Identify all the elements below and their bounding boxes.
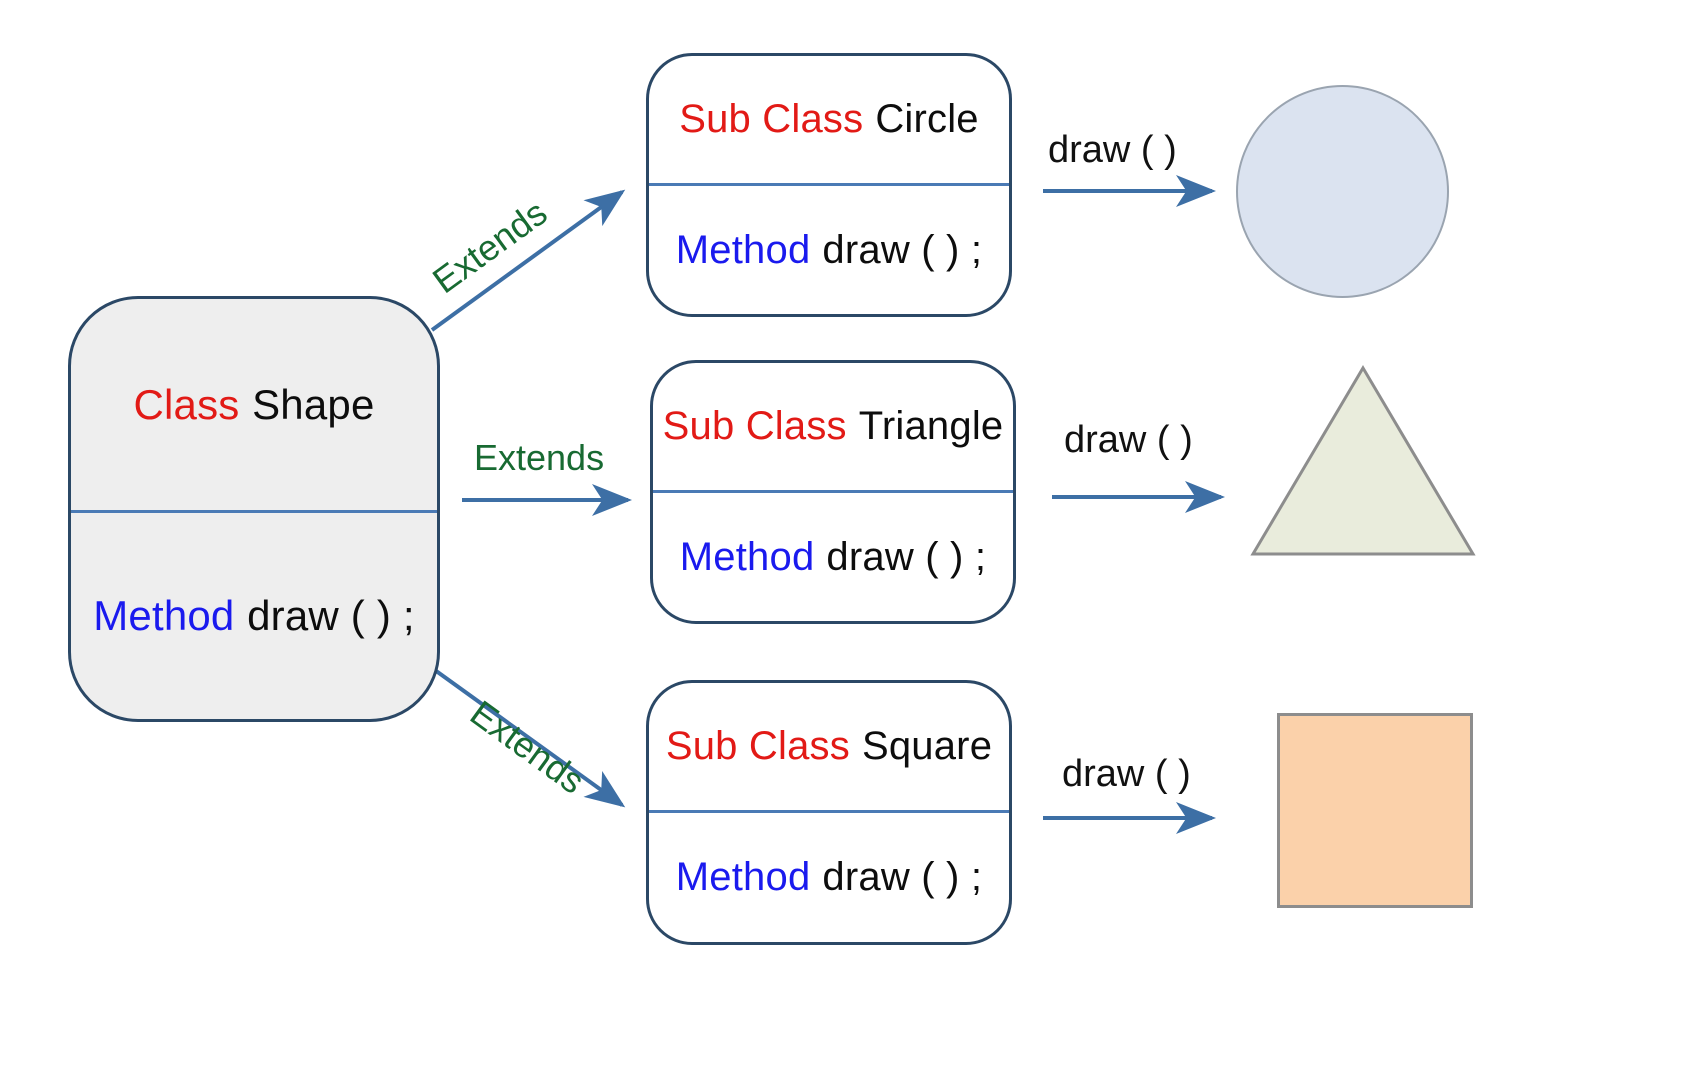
class-name: Square [861,724,993,768]
extends-label-triangle: Extends [474,437,605,478]
draw-call-label-triangle: draw ( ) [1064,419,1193,461]
method-keyword: Method [675,227,811,272]
class-name: Triangle [858,404,1004,448]
class-method: Method draw ( ) ; [93,592,415,640]
extends-label-circle: Extends [425,191,555,302]
method-signature: draw ( ) ; [826,534,987,579]
extends-label-square: Extends [462,692,593,802]
method-signature: draw ( ) ; [822,855,983,899]
class-name: Shape [252,380,375,428]
draw-call-label-square: draw ( ) [1062,753,1191,795]
method-keyword: Method [675,855,811,899]
class-keyword: Sub Class [665,724,850,768]
class-box-shape-methods: Method draw ( ) ; [71,513,437,719]
result-shape-circle [1236,85,1449,298]
method-keyword: Method [93,592,235,639]
class-name: Circle [875,97,979,141]
method-signature: draw ( ) ; [247,592,415,639]
class-keyword: Class [133,380,240,428]
result-shape-square [1277,713,1473,908]
draw-call-label-circle: draw ( ) [1048,129,1177,171]
method-keyword: Method [679,534,815,579]
method-signature: draw ( ) ; [822,227,983,272]
class-keyword: Sub Class [662,404,847,448]
class-keyword: Sub Class [679,97,864,141]
result-shape-triangle [1250,365,1476,556]
